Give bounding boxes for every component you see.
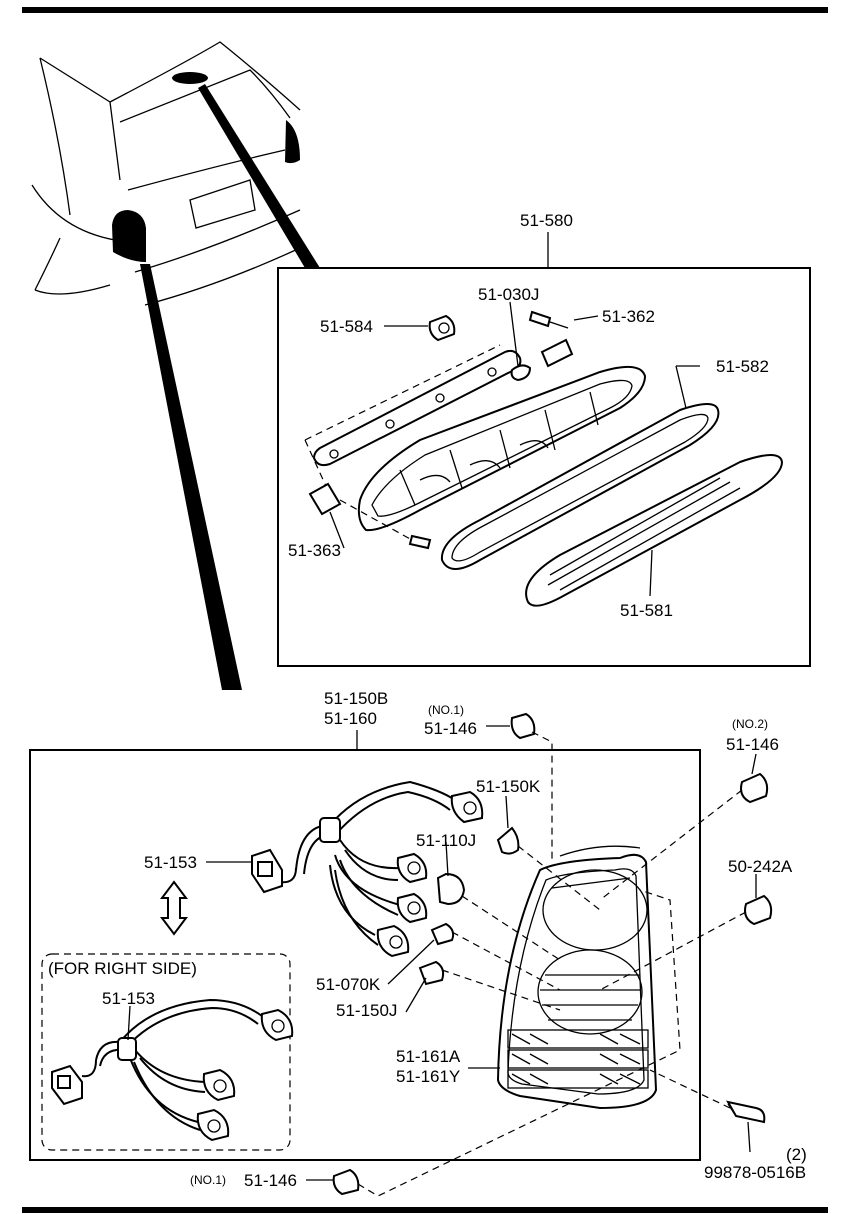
label-51-153-inset: 51-153 (102, 989, 155, 1008)
label-51-146-right: 51-146 (726, 735, 779, 754)
label-51-150k: 51-150K (476, 777, 541, 796)
label-51-161y: 51-161Y (396, 1067, 460, 1086)
rear-combination-lamp-box (29, 749, 701, 1161)
label-51-160: 51-160 (324, 709, 377, 728)
clip-146-right (740, 772, 769, 804)
screw-upper (528, 310, 569, 329)
clip-030j (510, 364, 532, 382)
inset-harness (51, 998, 294, 1142)
clip-146-bottom (332, 1168, 360, 1196)
wiring-harness (279, 780, 456, 946)
high-mount-lamp-box (277, 267, 811, 667)
bottom-border (22, 1207, 828, 1213)
label-51-363: 51-363 (288, 541, 341, 560)
bulb-150k (496, 826, 520, 855)
label-51-146-top: 51-146 (424, 719, 477, 738)
lamp-housing (357, 365, 647, 532)
label-for-right-side: (FOR RIGHT SIDE) (48, 959, 197, 978)
socket-2 (396, 852, 428, 884)
vehicle-rear-illustration (31, 41, 320, 690)
label-51-110j: 51-110J (416, 831, 476, 850)
clip-242a (744, 894, 773, 926)
combination-lamp-unit (496, 845, 658, 1110)
clip-363 (308, 482, 342, 516)
connector-153 (251, 848, 283, 894)
label-51-161a: 51-161A (396, 1047, 461, 1066)
bulb-150j (418, 960, 445, 986)
label-50-242a: 50-242A (728, 857, 793, 876)
bulb-socket-584 (428, 314, 456, 342)
label-51-584: 51-584 (320, 317, 373, 336)
label-51-150j: 51-150J (336, 1001, 397, 1020)
lens-gasket-582 (440, 403, 720, 570)
label-51-582: 51-582 (716, 357, 769, 376)
double-arrow-icon (160, 880, 188, 936)
bulb-110j (436, 872, 466, 906)
label-51-030j: 51-030J (478, 285, 539, 304)
socket-3 (396, 892, 428, 924)
socket-4 (376, 924, 410, 958)
label-51-150b: 51-150B (324, 689, 388, 708)
label-no1-bottom: (NO.1) (190, 1173, 226, 1187)
label-qty-2: (2) (786, 1145, 807, 1164)
screw-lower (339, 499, 432, 550)
label-51-153: 51-153 (144, 853, 197, 872)
bulb-070k (430, 922, 455, 946)
clip-146-top (510, 712, 536, 740)
label-51-362: 51-362 (602, 307, 655, 326)
label-99878-0516b: 99878-0516B (704, 1163, 806, 1182)
label-51-581: 51-581 (620, 601, 673, 620)
socket-1 (450, 790, 484, 824)
label-no2: (NO.2) (732, 717, 768, 731)
bolt-99878 (726, 1100, 766, 1124)
right-side-inset (41, 953, 291, 1151)
label-51-580: 51-580 (520, 211, 573, 230)
clip-362 (540, 338, 574, 368)
label-51-146-bottom: 51-146 (244, 1171, 297, 1190)
label-no1-top: (NO.1) (428, 703, 464, 717)
lens-581 (525, 454, 784, 607)
top-border (22, 7, 828, 13)
label-51-070k: 51-070K (316, 975, 381, 994)
